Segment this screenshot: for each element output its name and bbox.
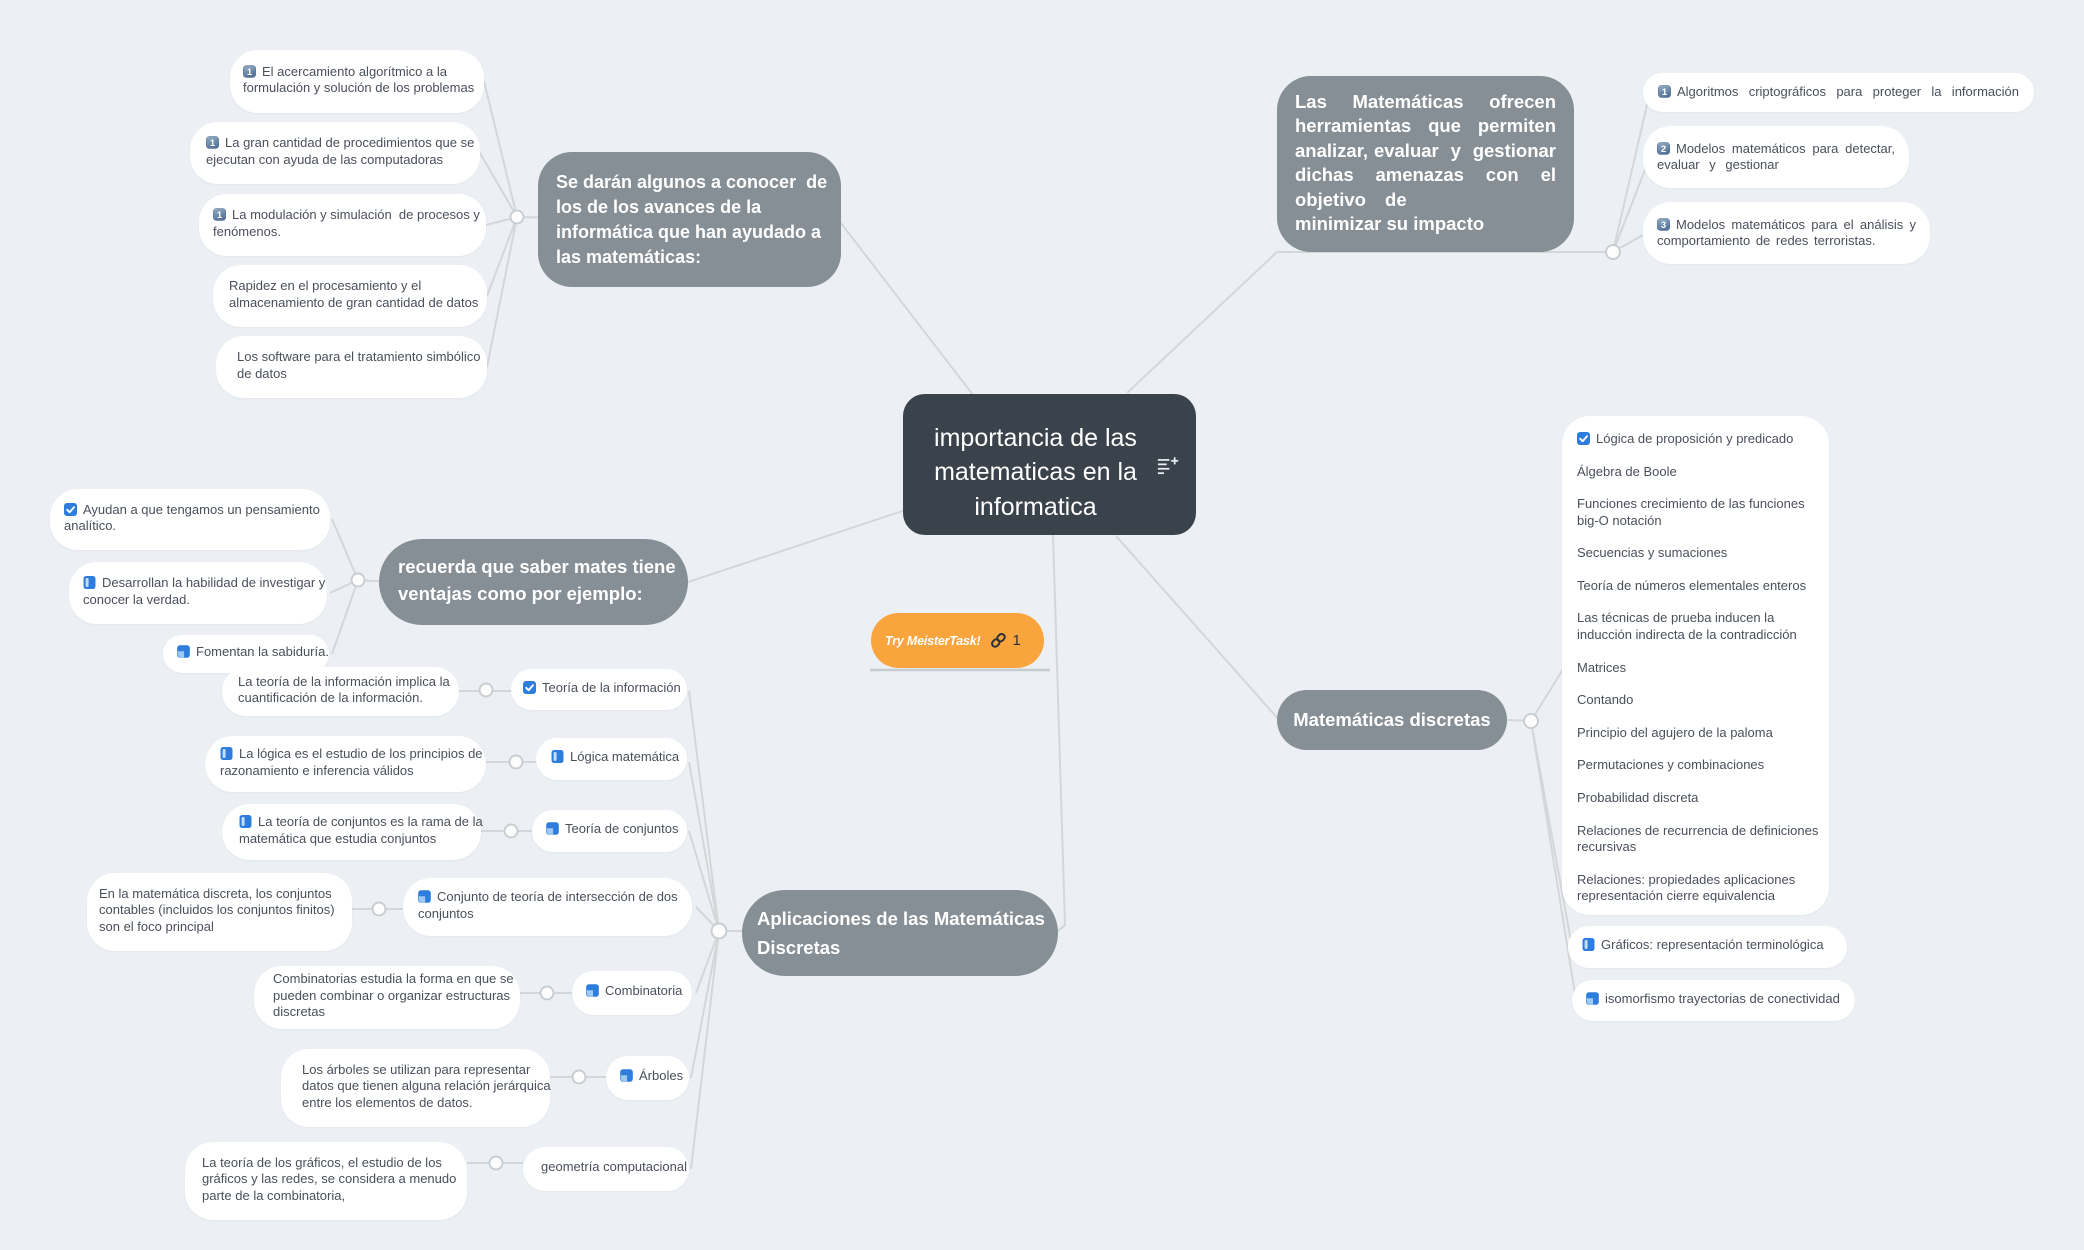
svg-text:3: 3: [1661, 219, 1666, 230]
svg-text:1: 1: [217, 210, 223, 221]
svg-text:1: 1: [247, 66, 253, 77]
svg-text:2: 2: [1661, 143, 1666, 154]
svg-text:1: 1: [210, 138, 216, 149]
svg-text:1: 1: [1662, 87, 1668, 98]
